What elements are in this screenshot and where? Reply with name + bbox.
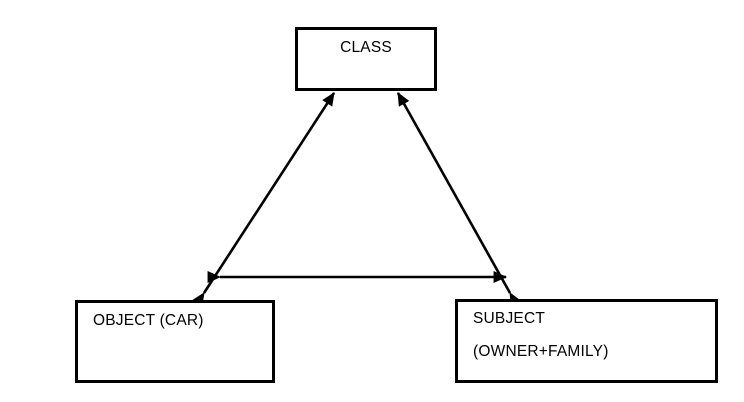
- node-object[interactable]: [75, 300, 275, 383]
- node-class-label: CLASS: [340, 39, 392, 56]
- node-subject-label-line2: (OWNER+FAMILY): [473, 343, 609, 360]
- edge-class-subject: [396, 92, 522, 307]
- edge-class-object: [192, 92, 336, 307]
- node-object-label: OBJECT (CAR): [93, 312, 204, 329]
- node-subject-label-line1: SUBJECT: [473, 310, 546, 327]
- node-class[interactable]: [295, 27, 437, 91]
- node-subject[interactable]: [455, 299, 718, 383]
